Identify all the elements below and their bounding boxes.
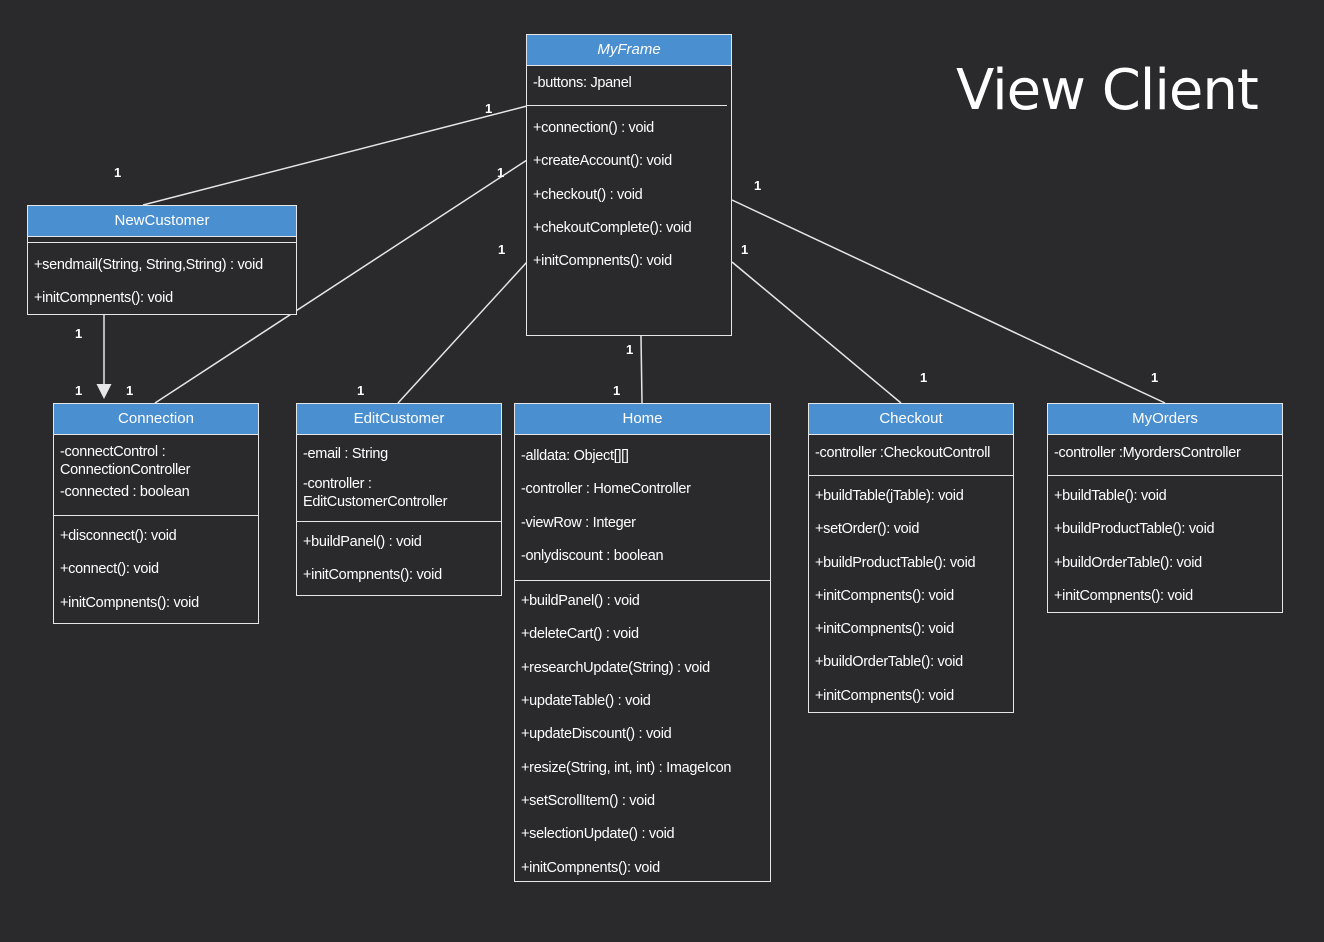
methods-section: +sendmail(String, String,String) : void …: [28, 243, 296, 319]
multiplicity-label: 1: [114, 165, 122, 180]
method: +buildOrderTable(): void: [1054, 554, 1202, 571]
method: +createAccount(): void: [533, 153, 672, 170]
multiplicity-label: 1: [1151, 370, 1159, 385]
attribute: -buttons: Jpanel: [533, 75, 632, 91]
attribute: -viewRow : Integer: [521, 514, 636, 531]
method: +buildTable(jTable): void: [815, 488, 964, 504]
multiplicity-label: 1: [754, 178, 762, 193]
method: +checkout() : void: [533, 186, 643, 203]
attribute: -onlydiscount : boolean: [521, 547, 664, 564]
method: +initCompnents(): void: [303, 567, 442, 584]
multiplicity-label: 1: [126, 383, 134, 398]
attributes-section: -alldata: Object[][] -controller : HomeC…: [515, 435, 770, 582]
method: +sendmail(String, String,String) : void: [34, 257, 263, 273]
attribute: -alldata: Object[][]: [521, 448, 629, 464]
multiplicity-label: 1: [497, 165, 505, 180]
method: +buildTable(): void: [1054, 488, 1167, 504]
method: +updateTable() : void: [521, 693, 651, 710]
assoc-myframe-editcustomer: [397, 261, 528, 404]
assoc-myframe-home: [640, 335, 643, 404]
methods-section: +disconnect(): void +connect(): void +in…: [54, 516, 258, 624]
attributes-section: [28, 237, 296, 243]
method: +initCompnents(): void: [60, 594, 199, 611]
attributes-section: -buttons: Jpanel: [527, 66, 727, 106]
methods-section: +buildTable(): void +buildProductTable()…: [1048, 476, 1282, 617]
attribute: -email : String: [303, 446, 388, 462]
assoc-myframe-checkout: [731, 261, 902, 404]
attributes-section: -controller :MyordersController: [1048, 435, 1282, 476]
multiplicity-label: 1: [613, 383, 621, 398]
method: +researchUpdate(String) : void: [521, 659, 710, 676]
method: +selectionUpdate() : void: [521, 826, 675, 843]
multiplicity-label: 1: [498, 242, 506, 257]
method: +initCompnents(): void: [1054, 587, 1193, 604]
class-name: EditCustomer: [297, 404, 501, 435]
assoc-myframe-myorders: [731, 199, 1166, 404]
multiplicity-label: 1: [485, 101, 493, 116]
assoc-myframe-connection: [154, 159, 528, 404]
attributes-section: -email : String -controller : EditCustom…: [297, 435, 501, 522]
method: +connect(): void: [60, 561, 159, 578]
method: +buildProductTable(): void: [1054, 521, 1215, 538]
class-box-home[interactable]: Home -alldata: Object[][] -controller : …: [514, 403, 771, 882]
attribute: -connectControl : ConnectionController: [60, 444, 191, 478]
method: +setScrollItem() : void: [521, 792, 655, 809]
class-box-myorders[interactable]: MyOrders -controller :MyordersController…: [1047, 403, 1283, 613]
attribute: -controller : HomeController: [521, 481, 691, 498]
diagram-title: View Client: [956, 58, 1259, 123]
method: +initCompnents(): void: [815, 587, 954, 604]
attributes-section: -controller :CheckoutControll: [809, 435, 1013, 476]
method: +connection() : void: [533, 120, 654, 136]
method: +updateDiscount() : void: [521, 726, 672, 743]
method: +deleteCart() : void: [521, 626, 639, 643]
method: +initCompnents(): void: [815, 687, 954, 704]
multiplicity-label: 1: [75, 326, 83, 341]
attribute: -connected : boolean: [60, 484, 190, 500]
methods-section: +buildPanel() : void +initCompnents(): v…: [297, 522, 501, 597]
method: +initCompnents(): void: [521, 859, 660, 876]
method: +buildPanel() : void: [303, 534, 422, 550]
method: +buildOrderTable(): void: [815, 654, 963, 671]
method: +buildProductTable(): void: [815, 554, 976, 571]
method: +chekoutComplete(): void: [533, 219, 692, 236]
method: +buildPanel() : void: [521, 593, 640, 610]
class-name: Connection: [54, 404, 258, 435]
methods-section: +buildTable(jTable): void +setOrder(): v…: [809, 476, 1013, 717]
methods-section: +connection() : void +createAccount(): v…: [527, 106, 731, 282]
method: +initCompnents(): void: [34, 290, 173, 306]
multiplicity-label: 1: [741, 242, 749, 257]
attributes-section: -connectControl : ConnectionController -…: [54, 435, 258, 516]
multiplicity-label: 1: [75, 383, 83, 398]
attribute: -controller :CheckoutControll: [815, 445, 991, 461]
class-name: MyOrders: [1048, 404, 1282, 435]
multiplicity-label: 1: [920, 370, 928, 385]
method: +initCompnents(): void: [533, 253, 672, 270]
class-name: Home: [515, 404, 770, 435]
attribute: -controller : EditCustomerController: [303, 476, 448, 510]
class-box-editcustomer[interactable]: EditCustomer -email : String -controller…: [296, 403, 502, 596]
method: +initCompnents(): void: [815, 621, 954, 638]
method: +setOrder(): void: [815, 521, 920, 538]
method: +resize(String, int, int) : ImageIcon: [521, 759, 732, 776]
class-box-newcustomer[interactable]: NewCustomer +sendmail(String, String,Str…: [27, 205, 297, 315]
class-box-checkout[interactable]: Checkout -controller :CheckoutControll +…: [808, 403, 1014, 713]
multiplicity-label: 1: [626, 342, 634, 357]
assoc-myframe-newcustomer: [142, 105, 528, 206]
attribute: -controller :MyordersController: [1054, 445, 1241, 461]
class-name: MyFrame: [527, 35, 731, 66]
class-name: NewCustomer: [28, 206, 296, 237]
class-name: Checkout: [809, 404, 1013, 435]
class-box-myframe[interactable]: MyFrame -buttons: Jpanel +connection() :…: [526, 34, 732, 336]
multiplicity-label: 1: [357, 383, 365, 398]
method: +disconnect(): void: [60, 528, 177, 544]
class-box-connection[interactable]: Connection -connectControl : ConnectionC…: [53, 403, 259, 624]
methods-section: +buildPanel() : void +deleteCart() : voi…: [515, 581, 770, 889]
